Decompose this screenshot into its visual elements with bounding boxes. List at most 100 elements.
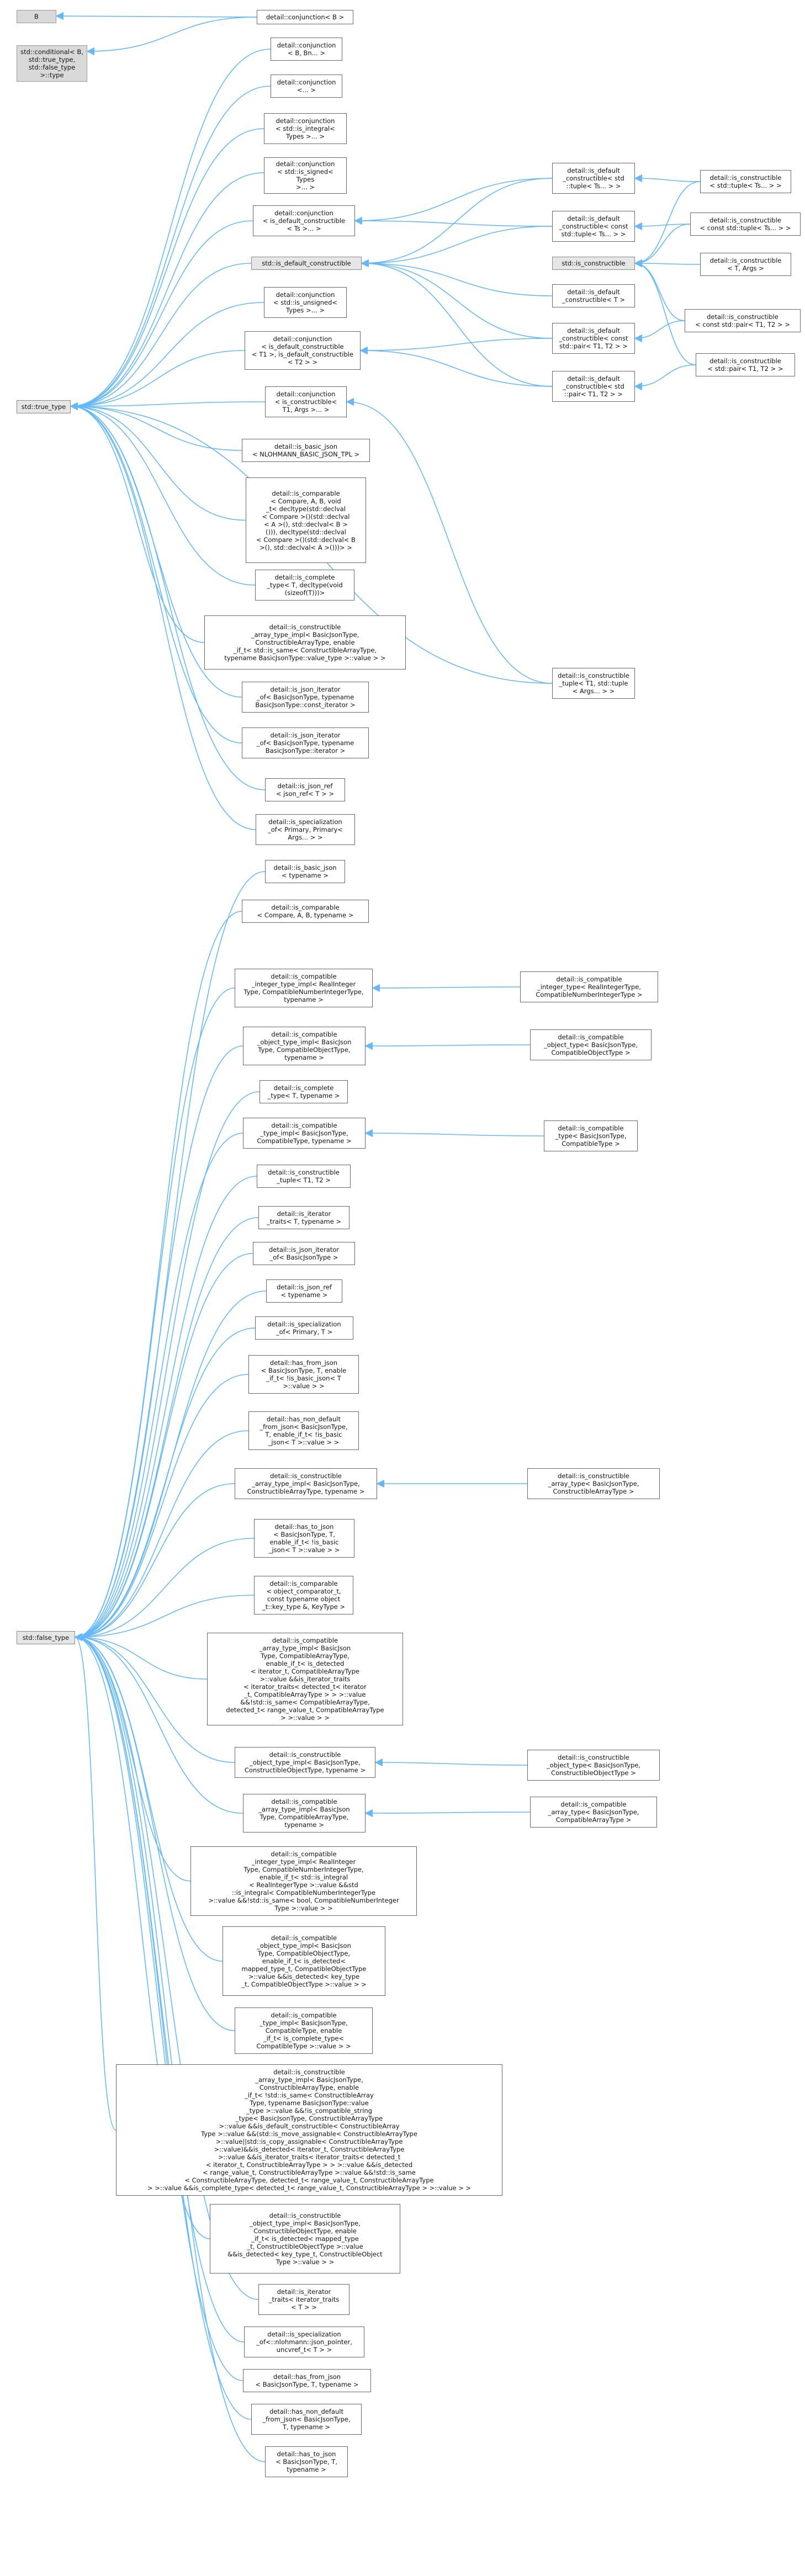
- class-node-dc-tup[interactable]: detail::is_default _constructible< std :…: [552, 163, 635, 194]
- inheritance-edge-f_htj_tn-to-false: [74, 1633, 266, 2462]
- class-node-dc-ctup[interactable]: detail::is_default _constructible< const…: [552, 211, 635, 242]
- inheritance-edge-f_jit-to-false: [74, 1253, 253, 1642]
- inheritance-edge-t_spec-to-true: [70, 402, 256, 830]
- inheritance-edge-d_cot-to-f_cot: [364, 1042, 531, 1050]
- class-node-conj-uns[interactable]: detail::conjunction < std::is_unsigned< …: [264, 287, 347, 318]
- class-node-d-ct[interactable]: detail::is_compatible _type< BasicJsonTy…: [544, 1120, 638, 1151]
- class-node-f-jit[interactable]: detail::is_json_iterator _of< BasicJsonT…: [253, 1242, 355, 1265]
- class-node-f-cot-big[interactable]: detail::is_constructible _object_type_im…: [210, 2204, 400, 2274]
- class-node-ic-tuple-args[interactable]: detail::is_constructible _tuple< T1, std…: [552, 668, 635, 699]
- class-node-d-cot[interactable]: detail::is_compatible _object_type< Basi…: [530, 1029, 652, 1060]
- class-node-t-cmp-tn[interactable]: detail::is_comparable < Compare, A, B, t…: [242, 900, 369, 923]
- inheritance-edge-ic_pair-to-dc_pair: [634, 364, 696, 391]
- class-node-conj-int[interactable]: detail::conjunction < std::is_integral< …: [264, 113, 347, 144]
- inheritance-edge-ic_tup-to-dc_tup: [634, 174, 701, 183]
- class-node-cond[interactable]: std::conditional< B, std::true_type, std…: [17, 45, 87, 82]
- class-node-t-complete[interactable]: detail::is_complete _type< T, decltype(v…: [255, 570, 354, 601]
- inheritance-edge-d_cot2-to-f_cot2: [374, 1758, 528, 1767]
- inheritance-edge-ic_ctup-to-dc_ctup: [634, 222, 691, 231]
- inheritance-edge-conj_t12-to-true: [70, 350, 245, 411]
- class-node-f-cot-impl[interactable]: detail::is_compatible _object_type_impl<…: [223, 1926, 385, 1996]
- inheritance-edge-conj_dc-to-true: [70, 220, 253, 411]
- class-node-f-ct[interactable]: detail::is_compatible _type_impl< BasicJ…: [243, 1118, 366, 1149]
- class-node-f-hndfj-tn[interactable]: detail::has_non_default _from_json< Basi…: [251, 2404, 362, 2435]
- class-node-false[interactable]: std::false_type: [17, 1631, 75, 1644]
- class-node-t-bj-tn[interactable]: detail::is_basic_json < typename >: [265, 860, 345, 883]
- inheritance-edge-f_cot-to-false: [74, 1045, 243, 1642]
- class-node-d-cit[interactable]: detail::is_compatible _integer_type< Rea…: [520, 971, 658, 1002]
- class-node-d-cat[interactable]: detail::is_constructible _array_type< Ba…: [527, 1468, 660, 1499]
- inheritance-edge-ic_T-to-isc: [634, 259, 701, 268]
- class-node-f-jref[interactable]: detail::is_json_ref < typename >: [266, 1279, 342, 1303]
- class-node-conj-BBn[interactable]: detail::conjunction < B, Bn... >: [271, 38, 342, 61]
- class-node-isc[interactable]: std::is_constructible: [552, 257, 635, 270]
- class-node-f-ctup[interactable]: detail::is_constructible _tuple< T1, T2 …: [257, 1165, 351, 1188]
- inheritance-edge-isdc-to-true: [70, 263, 252, 411]
- class-node-d-cot2[interactable]: detail::is_constructible _object_type< B…: [527, 1750, 660, 1781]
- class-node-f-complete[interactable]: detail::is_complete _type< T, typename >: [259, 1080, 348, 1103]
- inheritance-edge-d_ct-to-f_ct: [364, 1129, 544, 1138]
- inheritance-edge-conj_B-to-B: [55, 12, 257, 20]
- class-node-f-it[interactable]: detail::is_iterator _traits< T, typename…: [258, 1206, 349, 1229]
- class-node-ic-ctup[interactable]: detail::is_constructible < const std::tu…: [690, 213, 801, 236]
- class-node-f-hndfj[interactable]: detail::has_non_default _from_json< Basi…: [248, 1411, 359, 1450]
- class-node-ic-T[interactable]: detail::is_constructible < T, Args >: [700, 253, 791, 276]
- class-node-f-hfj-tn[interactable]: detail::has_from_json < BasicJsonType, T…: [243, 2369, 371, 2392]
- class-node-f-spec-ptr[interactable]: detail::is_specialization _of<::nlohmann…: [244, 2327, 364, 2357]
- class-node-f-hfj[interactable]: detail::has_from_json < BasicJsonType, T…: [248, 1355, 359, 1394]
- class-node-f-cot[interactable]: detail::is_compatible _object_type_impl<…: [243, 1027, 366, 1065]
- inheritance-edge-conj_int-to-true: [70, 128, 264, 411]
- class-node-f-cat-big[interactable]: detail::is_constructible _array_type_imp…: [116, 2064, 502, 2196]
- class-node-B[interactable]: B: [17, 10, 56, 23]
- class-node-f-cmp-obj[interactable]: detail::is_comparable < object_comparato…: [254, 1576, 353, 1614]
- inheritance-edge-f_cat2-to-false: [74, 1633, 243, 1814]
- class-node-d-cat2[interactable]: detail::is_compatible _array_type< Basic…: [530, 1797, 657, 1828]
- class-node-isdc[interactable]: std::is_default_constructible: [251, 257, 362, 270]
- class-node-dc-cpair[interactable]: detail::is_default _constructible< const…: [552, 323, 635, 354]
- class-node-dc-pair[interactable]: detail::is_default _constructible< std :…: [552, 371, 635, 402]
- class-node-f-ct-impl[interactable]: detail::is_compatible _type_impl< BasicJ…: [235, 2007, 373, 2054]
- inheritance-edge-dc_pair-to-isdc: [361, 259, 553, 387]
- class-node-f-itt[interactable]: detail::is_iterator _traits< iterator_tr…: [258, 2284, 349, 2315]
- class-node-conj-sig[interactable]: detail::conjunction < std::is_signed< Ty…: [264, 157, 347, 194]
- class-node-f-cit-impl[interactable]: detail::is_compatible _integer_type_impl…: [190, 1846, 417, 1916]
- class-node-conj-t12[interactable]: detail::conjunction < is_default_constru…: [245, 331, 361, 370]
- class-node-t-jref[interactable]: detail::is_json_ref < json_ref< T > >: [265, 778, 345, 801]
- class-node-true[interactable]: std::true_type: [17, 400, 71, 413]
- class-node-conj-e[interactable]: detail::conjunction <... >: [271, 75, 342, 98]
- class-node-conj-B[interactable]: detail::conjunction< B >: [257, 10, 353, 24]
- class-node-f-htj-tn[interactable]: detail::has_to_json < BasicJsonType, T, …: [265, 2446, 348, 2477]
- inheritance-edge-ic_tup-to-isc: [634, 181, 701, 268]
- inheritance-edge-d_cat2-to-f_cat2: [364, 1809, 531, 1818]
- inheritance-edge-dc_T-to-isdc: [361, 259, 553, 296]
- class-node-conj-dc[interactable]: detail::conjunction < is_default_constru…: [253, 205, 355, 236]
- class-node-ic-pair[interactable]: detail::is_constructible < std::pair< T1…: [696, 353, 795, 376]
- class-node-ic-cpair[interactable]: detail::is_constructible < const std::pa…: [685, 309, 801, 332]
- class-node-t-spec[interactable]: detail::is_specialization _of< Primary, …: [256, 814, 355, 845]
- inheritance-edge-t_complete-to-true: [70, 402, 256, 586]
- inheritance-edge-ic_cpair-to-dc_cpair: [634, 320, 685, 343]
- inheritance-edge-conj_sig-to-true: [70, 172, 264, 411]
- class-node-f-spec[interactable]: detail::is_specialization _of< Primary, …: [255, 1316, 353, 1340]
- class-node-t-cat[interactable]: detail::is_constructible _array_type_imp…: [204, 615, 406, 670]
- class-node-f-cit[interactable]: detail::is_compatible _integer_type_impl…: [235, 969, 373, 1007]
- class-node-t-jic[interactable]: detail::is_json_iterator _of< BasicJsonT…: [242, 682, 369, 713]
- class-node-t-ji[interactable]: detail::is_json_iterator _of< BasicJsonT…: [242, 727, 369, 758]
- class-node-ic-tup[interactable]: detail::is_constructible < std::tuple< T…: [700, 170, 791, 193]
- inheritance-edge-f_cat-to-false: [74, 1483, 235, 1642]
- inheritance-edge-dc_pair-to-conj_t12: [359, 346, 553, 387]
- class-node-f-cat2[interactable]: detail::is_compatible _array_type_impl< …: [243, 1794, 366, 1833]
- inheritance-edge-conj_B-to-cond: [86, 17, 257, 56]
- inheritance-edge-dc_tup-to-conj_dc: [354, 178, 553, 225]
- class-node-dc-T[interactable]: detail::is_default _constructible< T >: [552, 284, 635, 307]
- class-node-f-cat-impl[interactable]: detail::is_compatible _array_type_impl< …: [207, 1633, 403, 1725]
- class-node-f-cat[interactable]: detail::is_constructible _array_type_imp…: [235, 1468, 377, 1499]
- inheritance-edge-ic_cpair-to-isc: [634, 259, 685, 321]
- class-node-conj-ic[interactable]: detail::conjunction < is_constructible< …: [265, 386, 347, 417]
- class-node-f-htj[interactable]: detail::has_to_json < BasicJsonType, T, …: [254, 1519, 354, 1558]
- inheritance-edge-f_cit-to-false: [74, 987, 235, 1642]
- class-node-t-comparable[interactable]: detail::is_comparable < Compare, A, B, v…: [246, 477, 366, 563]
- class-node-t-basic-json-tpl[interactable]: detail::is_basic_json < NLOHMANN_BASIC_J…: [242, 439, 370, 462]
- inheritance-edge-conj_BBn-to-true: [70, 49, 271, 411]
- class-node-f-cot2[interactable]: detail::is_constructible _object_type_im…: [235, 1747, 375, 1778]
